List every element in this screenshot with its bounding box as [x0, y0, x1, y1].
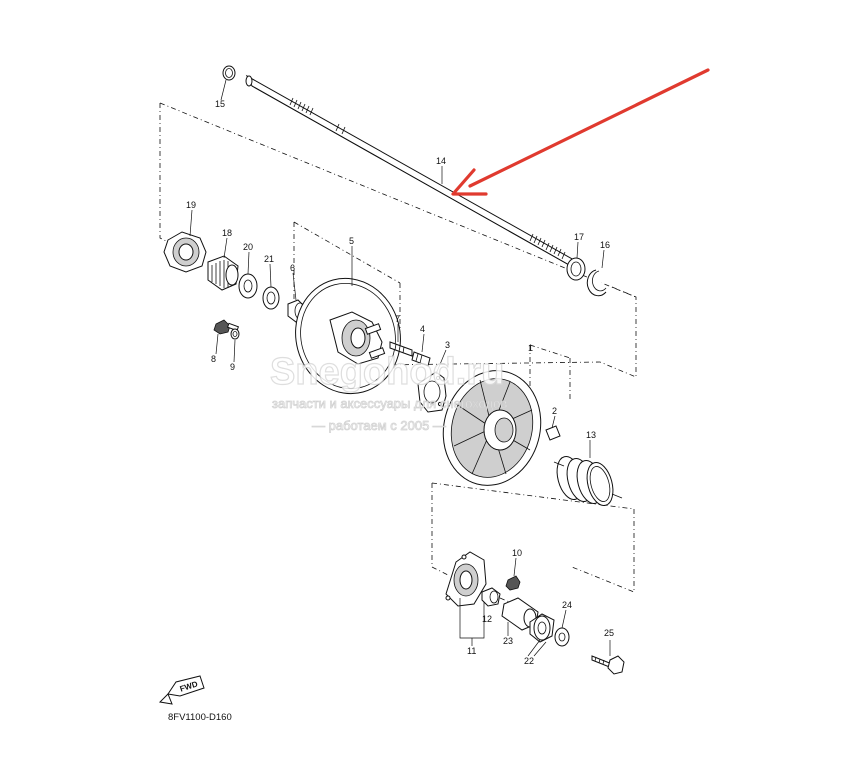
callout-24: 24	[562, 600, 572, 610]
callout-4: 4	[420, 324, 425, 334]
callout-13: 13	[586, 430, 596, 440]
callout-9: 9	[230, 362, 235, 372]
callout-17: 17	[574, 232, 584, 242]
callout-21: 21	[264, 254, 274, 264]
red-pointer-arrow	[451, 68, 710, 196]
callout-25: 25	[604, 628, 614, 638]
fixed-sheave	[295, 277, 401, 395]
callout-3: 3	[445, 340, 450, 350]
movable-sheave	[442, 370, 561, 486]
watermark: Snegohod.ru запчасти и аксессуары для сн…	[269, 350, 507, 433]
gasket-plate	[417, 371, 447, 413]
callout-15: 15	[215, 99, 225, 109]
callout-5: 5	[349, 236, 354, 246]
callout-8: 8	[211, 354, 216, 364]
callout-11: 11	[467, 646, 476, 656]
callout-20: 20	[243, 242, 253, 252]
bearing-housing	[445, 551, 521, 607]
callout-7: 7	[395, 314, 400, 324]
watermark-brand: Snegohod.ru	[270, 351, 504, 393]
fwd-direction-icon: FWD	[158, 675, 205, 705]
callout-1: 1	[528, 343, 533, 353]
lower-hardware	[501, 597, 625, 675]
o-ring	[222, 65, 236, 81]
part-code: 8FV1100-D160	[168, 712, 232, 723]
callout-12: 12	[482, 614, 492, 624]
coil-spring	[553, 456, 623, 506]
callout-14: 14	[436, 156, 446, 166]
shaft	[245, 74, 580, 272]
callout-6: 6	[290, 263, 295, 273]
callout-10: 10	[512, 548, 522, 558]
callout-22: 22	[524, 656, 534, 666]
callout-19: 19	[186, 200, 196, 210]
callout-2: 2	[552, 406, 557, 416]
callout-18: 18	[222, 228, 232, 238]
left-nut-stack	[163, 231, 307, 323]
callout-23: 23	[503, 636, 513, 646]
callout-16: 16	[600, 240, 610, 250]
washer-and-circlip	[566, 257, 607, 297]
part-number-labels: 15 14 19 18 20 21 6 5 7 4 3 8 9 1 2 13 1…	[186, 99, 614, 666]
watermark-line1: запчасти и аксессуары для снегоходов	[272, 396, 507, 411]
watermark-line2: — работаем с 2005 —	[312, 418, 446, 433]
small-hardware	[213, 319, 431, 367]
leader-lines	[189, 79, 611, 657]
